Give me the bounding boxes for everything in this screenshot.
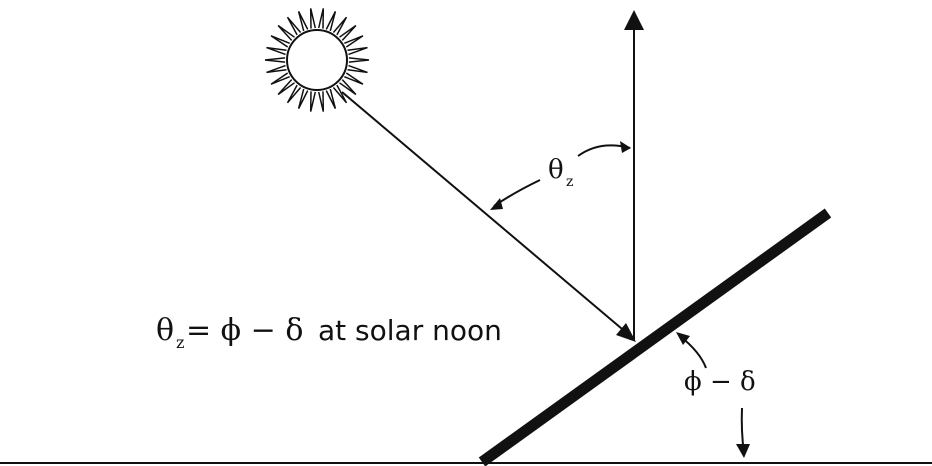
sun-rays: [264, 8, 370, 112]
zenith-angle-label: θ z: [490, 141, 631, 210]
sun-icon: [264, 8, 370, 112]
tilted-collector: [478, 208, 832, 466]
sun-ray-arrow: [341, 91, 636, 342]
equation-lhs-symbol: θ: [156, 313, 174, 348]
tilt-angle-text: ϕ − δ: [684, 367, 756, 397]
sun-disc: [286, 29, 348, 91]
zenith-angle-symbol: θ: [548, 155, 564, 185]
equation-condition: at solar noon: [318, 314, 502, 347]
tilt-angle-label: ϕ − δ: [676, 332, 756, 458]
equation-lhs-subscript: z: [176, 333, 184, 352]
equation: θ z = ϕ − δ at solar noon: [156, 313, 502, 352]
zenith-normal-arrow: [624, 10, 644, 340]
zenith-angle-subscript: z: [566, 174, 573, 190]
equation-rhs: = ϕ − δ: [186, 313, 303, 348]
